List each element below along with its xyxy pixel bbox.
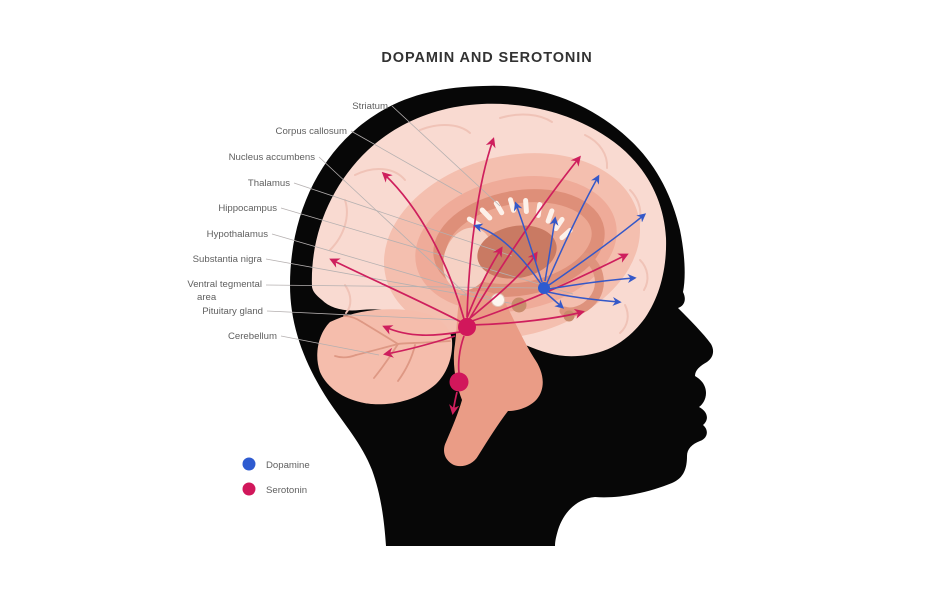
diagram-title: DOPAMIN AND SEROTONIN — [381, 50, 592, 66]
serotonin-pathways — [329, 137, 629, 416]
region-labels: Striatum Corpus callosum Nucleus accumbe… — [187, 101, 388, 342]
leader-lines — [265, 105, 574, 356]
hippocampus-node — [563, 310, 575, 322]
label-vta-line2: area — [197, 292, 217, 303]
label-thalamus: Thalamus — [248, 178, 290, 189]
legend-dopamine-swatch — [242, 457, 256, 471]
label-nucleus-accumbens: Nucleus accumbens — [229, 152, 316, 163]
label-cerebellum: Cerebellum — [228, 331, 277, 342]
label-pituitary-gland: Pituitary gland — [202, 306, 263, 317]
raphe-nucleus-upper — [458, 318, 476, 336]
raphe-nucleus-lower — [449, 372, 469, 392]
label-vta-line1: Ventral tegmental — [187, 279, 262, 290]
label-hippocampus: Hippocampus — [218, 203, 277, 214]
label-striatum: Striatum — [352, 101, 388, 112]
legend-serotonin-swatch — [242, 482, 256, 496]
septal-pale-area — [443, 227, 493, 291]
dopamine-pathways — [473, 174, 647, 309]
cerebellum-arbor — [334, 315, 451, 382]
label-hypothalamus: Hypothalamus — [207, 229, 269, 240]
legend: Dopamine Serotonin — [242, 457, 310, 496]
legend-serotonin-label: Serotonin — [266, 485, 307, 496]
label-substantia-nigra: Substantia nigra — [193, 254, 263, 265]
vta-node — [538, 282, 550, 294]
label-corpus-callosum: Corpus callosum — [276, 126, 347, 137]
cortex-gyri — [329, 113, 649, 334]
legend-dopamine-label: Dopamine — [266, 460, 310, 471]
